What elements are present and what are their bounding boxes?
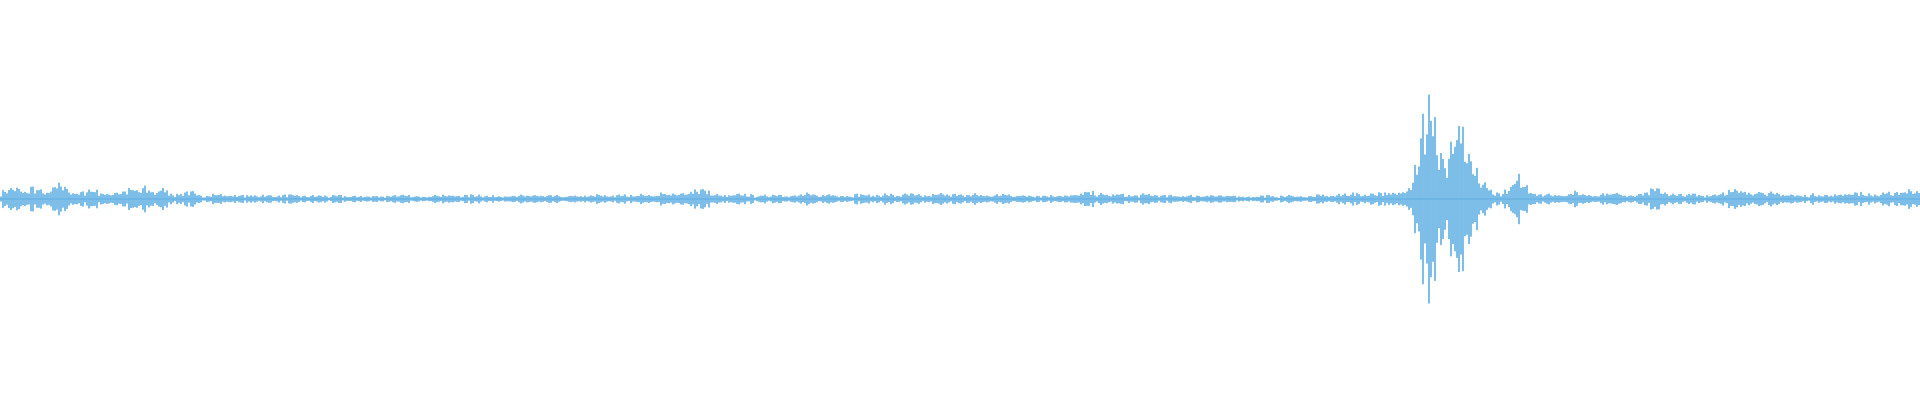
waveform-peaks: [0, 94, 1920, 304]
